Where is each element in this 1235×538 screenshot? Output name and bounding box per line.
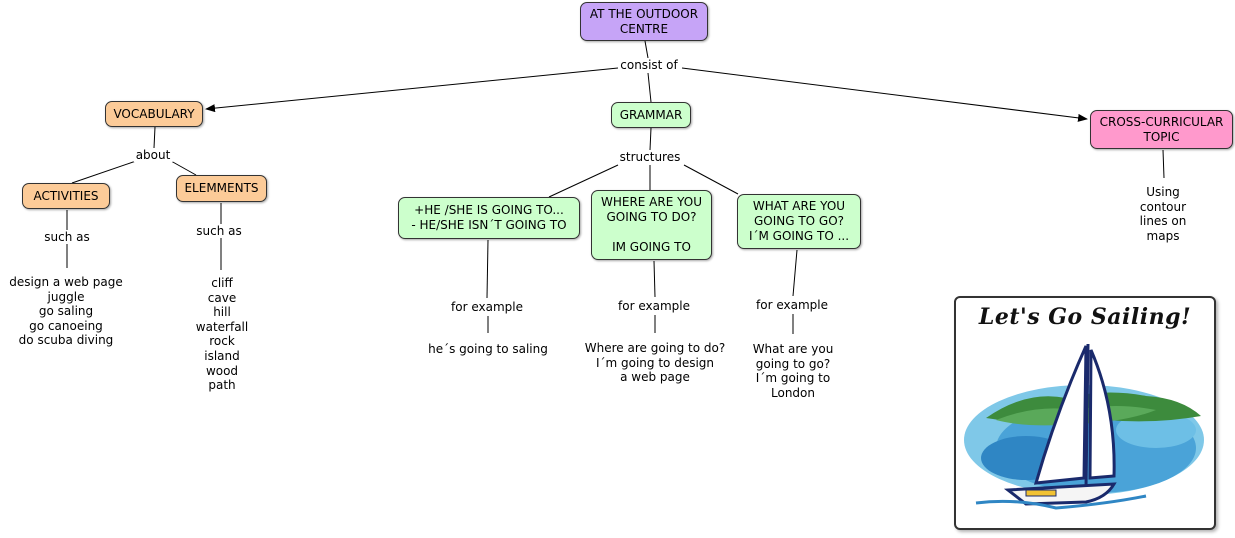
link-label-for-example: for example (616, 299, 692, 313)
what-question-node[interactable]: WHAT ARE YOU GOING TO GO? I´M GOING TO .… (737, 194, 861, 249)
link-label-such-as: such as (194, 224, 244, 238)
link-label-for-example: for example (754, 298, 830, 312)
vocabulary-node[interactable]: VOCABULARY (105, 101, 203, 127)
link-label-about: about (133, 148, 173, 162)
cross-curricular-node[interactable]: CROSS-CURRICULAR TOPIC (1090, 110, 1233, 149)
link-label-structures: structures (617, 150, 683, 164)
elements-list: cliff cave hill waterfall rock island wo… (195, 276, 249, 393)
example-text: Where are going to do? I´m going to desi… (584, 341, 726, 385)
activities-list: design a web page juggle go saling go ca… (9, 275, 123, 348)
elements-node[interactable]: ELEMMENTS (176, 175, 267, 202)
link-label-consist-of: consist of (618, 58, 680, 72)
going-to-node[interactable]: +HE /SHE IS GOING TO... - HE/SHE ISN´T G… (398, 197, 580, 239)
picture-title: Let's Go Sailing! (978, 304, 1192, 330)
root-node[interactable]: AT THE OUTDOOR CENTRE (580, 2, 708, 41)
sailing-picture: Let's Go Sailing! (954, 296, 1216, 530)
example-text: What are you going to go? I´m going to L… (752, 342, 834, 400)
link-label-such-as: such as (42, 230, 92, 244)
example-text: he´s going to saling (428, 342, 548, 356)
where-question-node[interactable]: WHERE ARE YOU GOING TO DO? IM GOING TO (591, 190, 712, 260)
cross-curricular-text: Using contour lines on maps (1139, 185, 1187, 243)
link-label-for-example: for example (449, 300, 525, 314)
activities-node[interactable]: ACTIVITIES (22, 183, 110, 209)
grammar-node[interactable]: GRAMMAR (611, 102, 691, 128)
sailboat-illustration (964, 343, 1204, 510)
